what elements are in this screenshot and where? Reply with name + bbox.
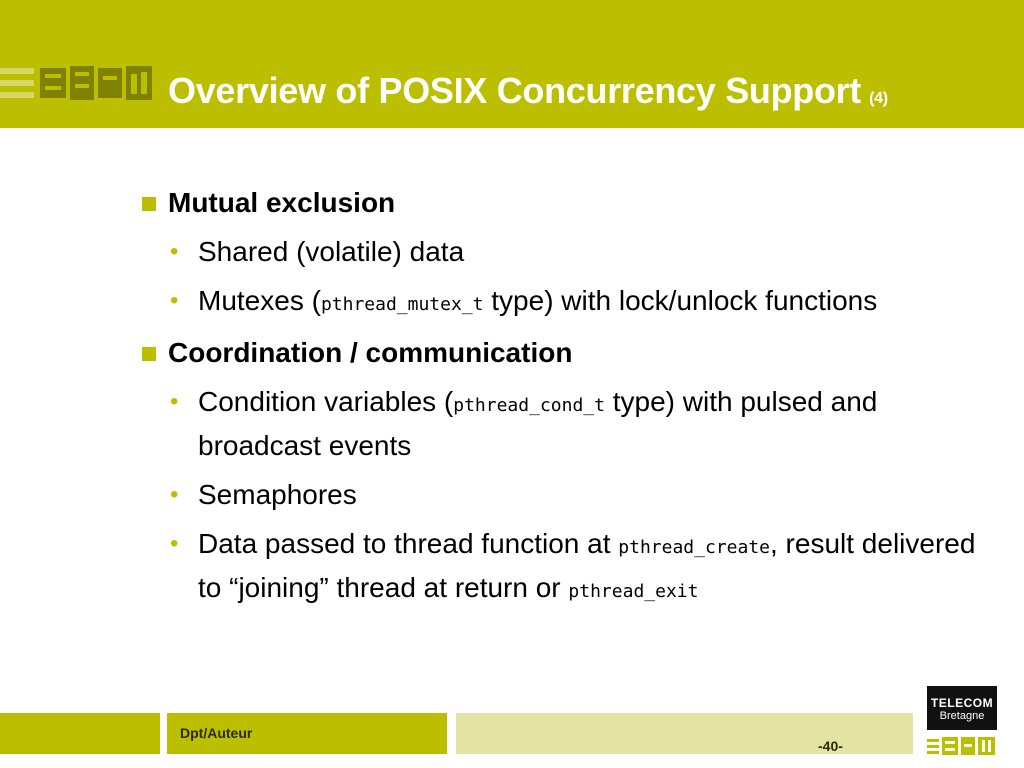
dot-bullet-icon: •	[170, 287, 179, 314]
code-text: pthread_cond_t	[453, 395, 605, 416]
bullet-item: • Condition variables (pthread_cond_t ty…	[140, 382, 1000, 466]
bullet-item: • Mutexes (pthread_mutex_t type) with lo…	[140, 281, 1000, 325]
item-text: Shared (volatile) data	[198, 236, 465, 267]
dot-bullet-icon: •	[170, 238, 179, 265]
dot-bullet-icon: •	[170, 388, 179, 415]
item-text: Condition variables (	[198, 386, 454, 417]
footer-mid-bar	[167, 713, 447, 754]
slide-title: Overview of POSIX Concurrency Support (4)	[168, 70, 888, 112]
bullet-item: • Semaphores	[140, 475, 1000, 515]
item-text: Semaphores	[198, 479, 357, 510]
square-bullet-icon	[142, 347, 156, 361]
item-text: type) with lock/unlock functions	[483, 285, 878, 316]
bullet-heading-coordination: Coordination / communication	[140, 333, 1000, 373]
telecom-logo: TELECOM Bretagne	[927, 686, 997, 730]
item-text: Mutexes (	[198, 285, 321, 316]
dot-bullet-icon: •	[170, 530, 179, 557]
heading-text: Coordination / communication	[168, 337, 573, 368]
dot-bullet-icon: •	[170, 481, 179, 508]
logo-line1: TELECOM	[930, 696, 994, 710]
school-logo-icon	[0, 66, 152, 100]
footer-right-bar	[456, 713, 913, 754]
logo-line2: Bretagne	[939, 710, 985, 722]
square-bullet-icon	[142, 197, 156, 211]
bullet-item: • Data passed to thread function at pthr…	[140, 524, 1000, 612]
header-band: Overview of POSIX Concurrency Support (4)	[0, 0, 1024, 128]
page-number: -40-	[818, 738, 843, 754]
code-text: pthread_create	[618, 537, 770, 558]
slide-content: Mutual exclusion • Shared (volatile) dat…	[140, 183, 1000, 612]
logo-characters-icon	[927, 737, 995, 755]
footer-author-label: Dpt/Auteur	[180, 725, 253, 741]
code-text: pthread_exit	[568, 581, 699, 602]
slide-title-text: Overview of POSIX Concurrency Support	[168, 70, 862, 111]
heading-text: Mutual exclusion	[168, 187, 396, 218]
bullet-heading-mutual-exclusion: Mutual exclusion	[140, 183, 1000, 223]
item-text: , result delivered to “joining” thread a…	[198, 528, 976, 603]
footer-left-bar	[0, 713, 160, 754]
bullet-item: • Shared (volatile) data	[140, 232, 1000, 272]
slide-title-suffix: (4)	[869, 90, 888, 107]
item-text: type) with pulsed and broadcast events	[198, 386, 878, 461]
item-text: Data passed to thread function at	[198, 528, 619, 559]
code-text: pthread_mutex_t	[320, 294, 484, 315]
